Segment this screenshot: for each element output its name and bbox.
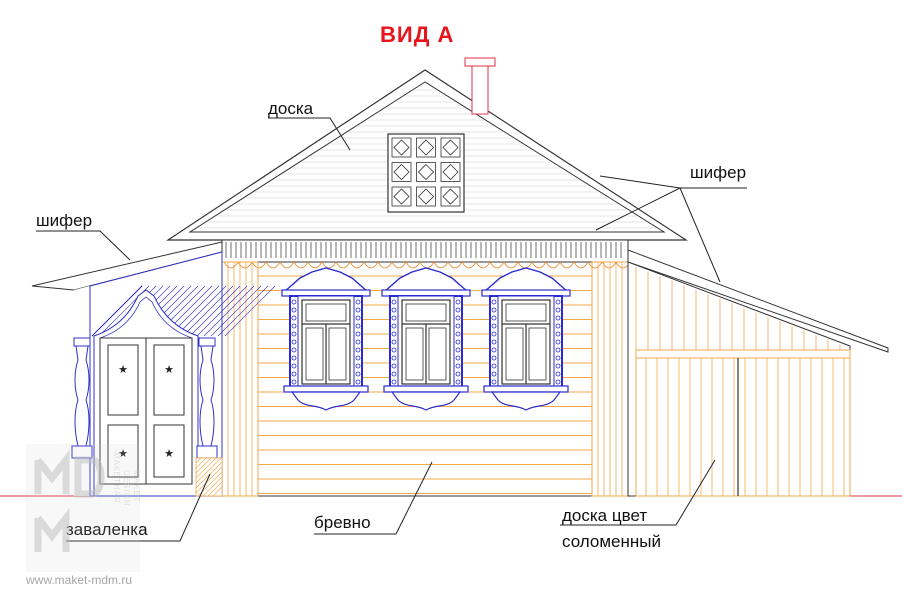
svg-text:МАКЕТНАЯ: МАКЕТНАЯ [112,452,121,504]
svg-text:★: ★ [118,363,128,376]
porch: ★ ★ ★ ★ [31,241,276,497]
porch-column-left [71,337,93,459]
svg-text:DESIGN: DESIGN [122,470,131,507]
label-log: бревно [314,513,371,532]
gable-vent-grille [387,133,465,213]
shed [627,249,889,497]
window-3 [481,267,571,411]
label-slate-left: шифер [36,211,92,230]
leader-lines [36,117,747,542]
svg-text:★: ★ [118,447,128,460]
label-board-color-line2: соломенный [562,532,661,551]
window-1 [281,267,371,411]
svg-text:MAKET: MAKET [132,470,141,503]
roof-frieze [221,239,629,263]
mdm-logo: МАКЕТНАЯ DESIGN MAKET [26,444,141,572]
label-board-top: доска [268,99,314,118]
chimney [464,57,496,67]
window-2 [381,267,471,411]
svg-text:★: ★ [164,363,174,376]
windows [281,267,571,411]
label-zavalenka: заваленка [66,520,148,539]
view-title: ВИД А [380,22,454,47]
label-slate-right: шифер [690,163,746,182]
svg-text:★: ★ [164,447,174,460]
shed-gate [635,349,851,497]
label-board-color-line1: доска цвет [562,506,647,525]
main-roof [166,57,689,263]
website-watermark: www.maket-mdm.ru [25,573,132,587]
